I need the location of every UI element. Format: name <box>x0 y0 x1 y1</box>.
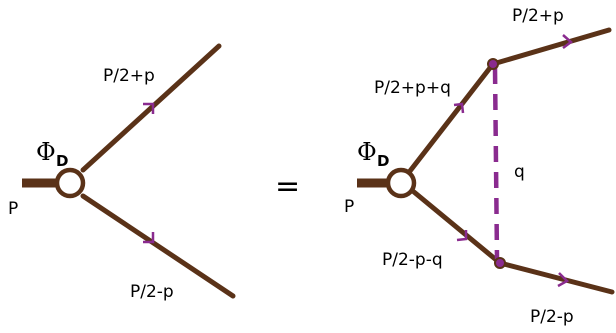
right-upper-outer-label: P/2+p <box>512 6 564 26</box>
right-lower-outer-line <box>497 260 615 295</box>
right-upper-inner-arrow-icon <box>453 102 465 114</box>
left-lower-arrow-icon <box>143 232 155 244</box>
right-incoming-label: P <box>344 197 354 217</box>
left-upper-label: P/2+p <box>103 66 155 86</box>
right-upper-inner-label: P/2+p+q <box>374 78 451 98</box>
left-diagram: Φ D P P/2+p P/2-p <box>8 43 236 302</box>
left-vertex-symbol: Φ <box>36 138 56 166</box>
right-lower-inner-arrow-icon <box>456 230 468 242</box>
right-upper-inner-line <box>407 61 496 174</box>
right-lower-inner-line <box>411 189 503 266</box>
right-vertex-subscript: D <box>377 152 389 170</box>
right-upper-outer-line <box>490 27 612 67</box>
left-incoming-label: P <box>8 199 18 219</box>
left-lower-label: P/2-p <box>130 282 174 302</box>
left-upper-arrow-icon <box>143 102 155 114</box>
equals-sign: = <box>275 169 300 204</box>
right-diagram: Φ D P P/2+p+q P/2+p P/2-p-q P/2-p q <box>344 6 615 327</box>
right-upper-outer-arrow-icon <box>562 34 573 49</box>
left-vertex-circle <box>54 167 86 199</box>
right-vertex-circle <box>385 167 417 199</box>
right-vertex-symbol: Φ <box>357 138 377 166</box>
right-lower-outer-label: P/2-p <box>530 307 574 327</box>
right-top-node <box>487 58 499 70</box>
left-vertex-subscript: D <box>56 152 68 170</box>
right-bottom-node <box>494 257 506 269</box>
right-lower-inner-label: P/2-p-q <box>382 250 443 270</box>
left-upper-line <box>80 43 222 173</box>
left-lower-line <box>80 193 236 299</box>
right-exchange-dashed-line <box>492 67 500 260</box>
right-lower-outer-arrow-icon <box>557 272 570 288</box>
right-exchange-label: q <box>514 162 525 182</box>
